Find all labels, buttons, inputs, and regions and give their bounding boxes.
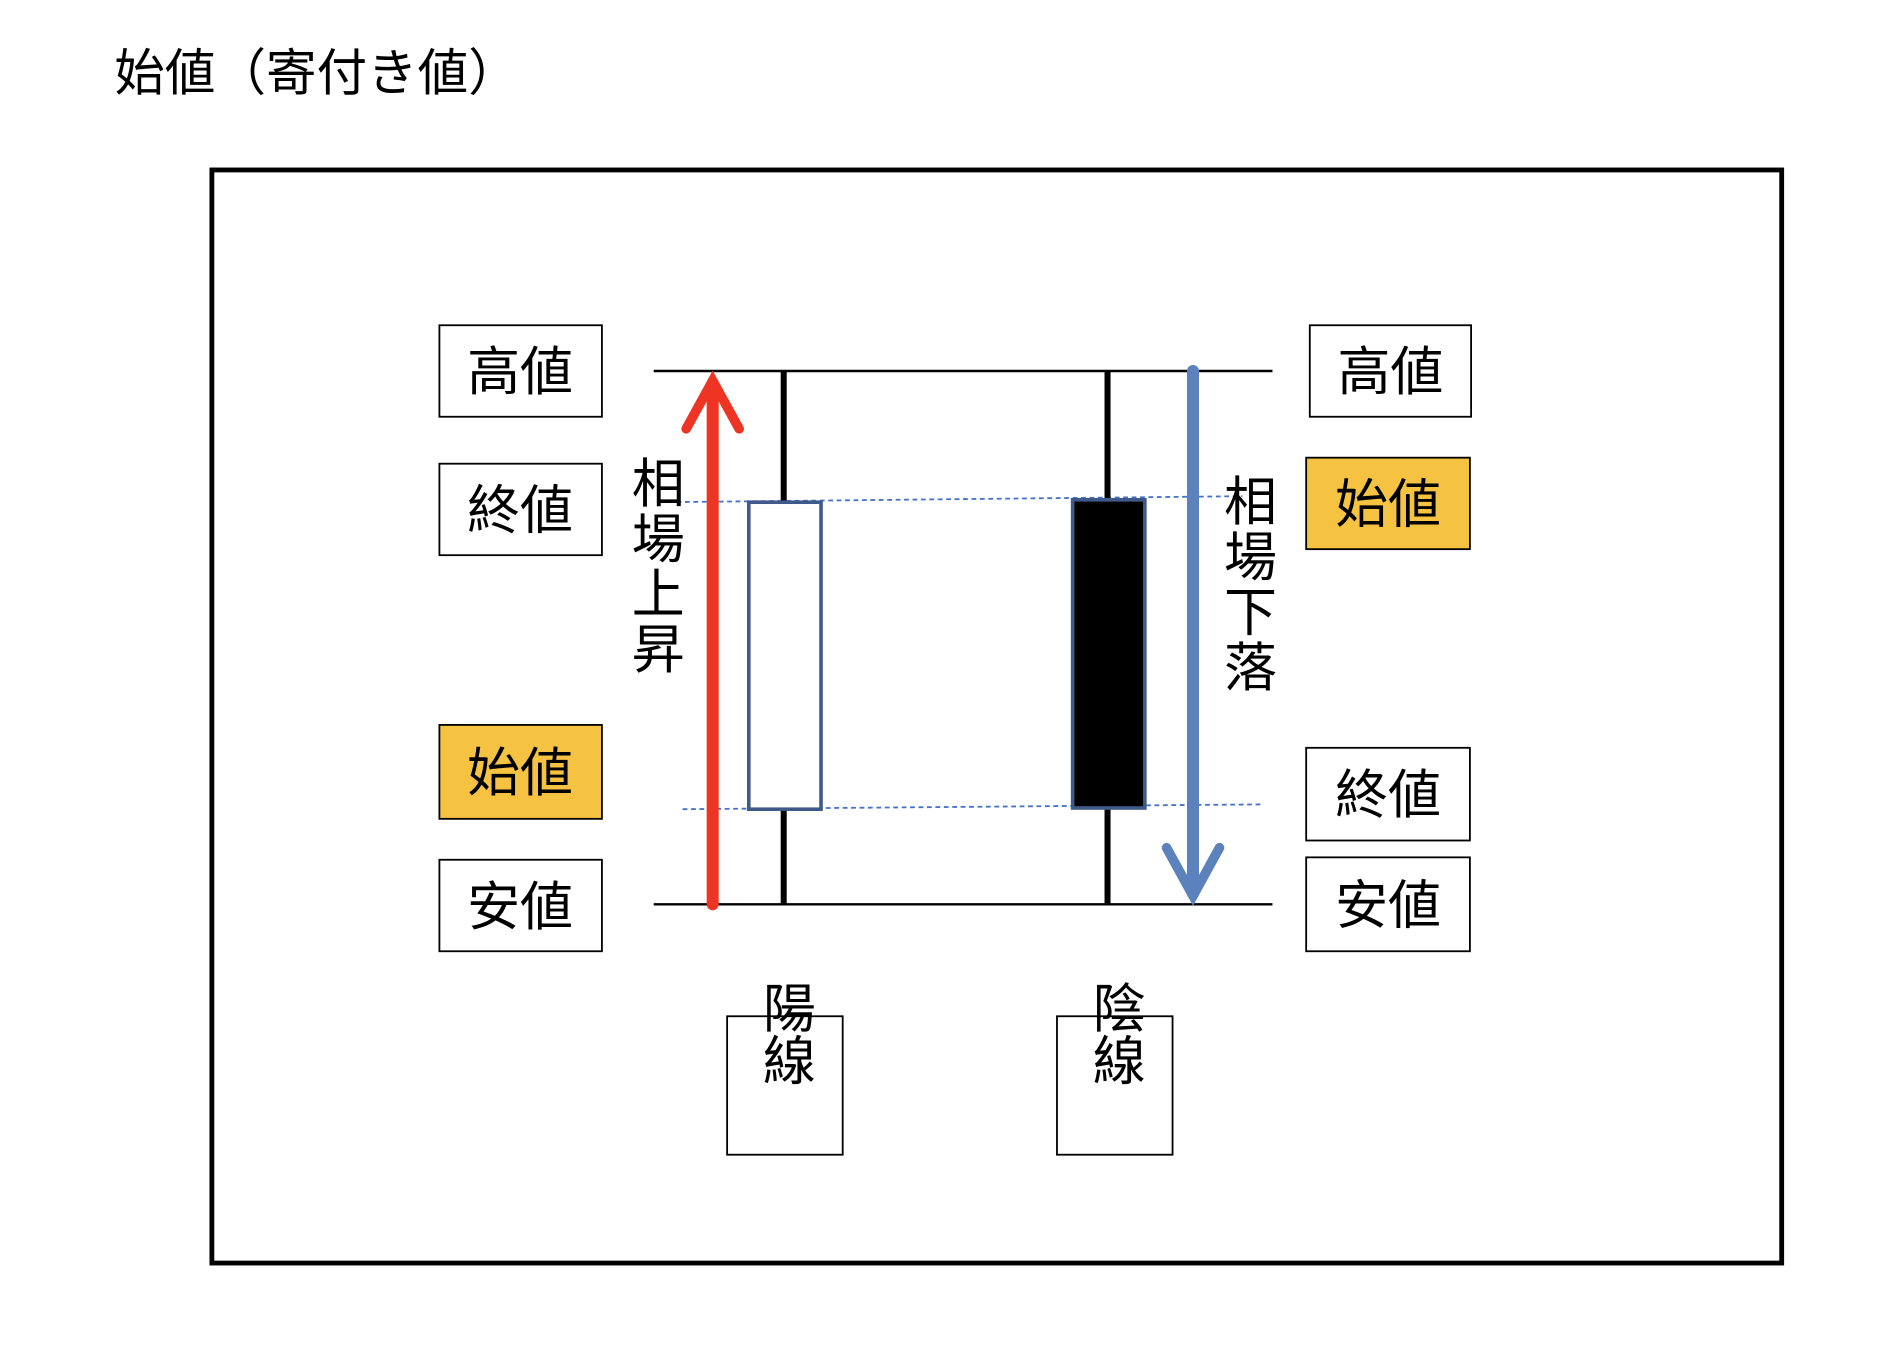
market-rise-text: 相場上昇: [623, 455, 684, 676]
svg-text:始値: 始値: [1335, 475, 1441, 536]
page-title: 始値（寄付き値）: [114, 44, 518, 103]
left-low-label: 安値: [438, 858, 603, 953]
bullish-candle-body: [746, 500, 823, 812]
left-high-label: 高値: [438, 324, 603, 418]
right-high-label: 高値: [1308, 324, 1473, 418]
svg-text:終値: 終値: [1335, 765, 1441, 826]
diagram-frame: [209, 167, 1785, 1266]
up-arrow-icon: [681, 370, 744, 911]
right-close-label: 終値: [1305, 746, 1471, 842]
left-close-label: 終値: [438, 462, 603, 557]
right-low-label: 安値: [1305, 856, 1471, 953]
svg-text:終値: 終値: [467, 481, 573, 542]
svg-text:始値: 始値: [467, 743, 573, 804]
svg-text:安値: 安値: [467, 877, 573, 938]
bullish-label: 陽線: [726, 980, 844, 1156]
down-arrow-icon: [1161, 364, 1225, 906]
bearish-candle-body: [1070, 498, 1147, 810]
left-open-label: 始値: [438, 724, 603, 820]
svg-text:安値: 安値: [1335, 876, 1441, 937]
svg-text:陰線: 陰線: [1084, 980, 1145, 1086]
svg-text:高値: 高値: [1337, 342, 1443, 403]
right-open-label: 始値: [1305, 456, 1471, 551]
market-fall-text: 相場下落: [1215, 473, 1276, 694]
svg-text:高値: 高値: [467, 342, 573, 403]
bearish-label: 陰線: [1056, 980, 1174, 1156]
svg-text:陽線: 陽線: [754, 980, 815, 1086]
